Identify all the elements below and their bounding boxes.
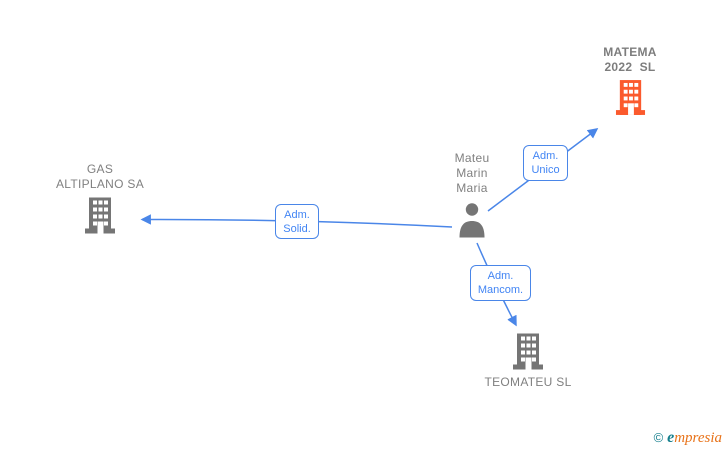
person-icon[interactable]	[420, 201, 524, 238]
person-name-line: Maria	[456, 181, 488, 195]
company-building-icon[interactable]	[48, 197, 152, 234]
person-name: Mateu Marin Maria	[420, 151, 524, 196]
company-name-line: 2022 SL	[604, 60, 656, 74]
edge-label-line: Adm.	[487, 270, 514, 282]
edge-label-line: Adm.	[284, 208, 310, 221]
company-name-line: MATEMA	[603, 45, 657, 59]
empresia-logo[interactable]: © empresia	[654, 428, 722, 447]
node-person-mateu-marin-maria[interactable]: Mateu Marin Maria	[420, 151, 524, 238]
edge-label-line: Mancom.	[477, 284, 524, 296]
edge-label-adm-solid: Adm. Solid.	[275, 204, 319, 239]
company-name: TEOMATEU SL	[476, 375, 580, 390]
brand-initial: e	[667, 429, 675, 446]
edge-label-line: Adm.	[532, 150, 559, 162]
company-name-line: GAS	[86, 162, 114, 176]
person-name-line: Mateu	[454, 151, 490, 165]
node-company-gas-altiplano[interactable]: GAS ALTIPLANO SA	[48, 162, 152, 234]
edge-label-adm-mancom: Adm. Mancom.	[470, 265, 531, 301]
edge-label-line: Unico	[531, 164, 560, 176]
person-name-line: Marin	[456, 166, 488, 180]
brand-text: mpresia	[674, 430, 722, 446]
company-name: GAS ALTIPLANO SA	[48, 162, 152, 192]
node-company-matema[interactable]: MATEMA 2022 SL	[578, 45, 682, 115]
node-company-teomateu[interactable]: TEOMATEU SL	[476, 333, 580, 390]
company-building-icon[interactable]	[476, 333, 580, 370]
company-name-line: ALTIPLANO SA	[55, 177, 145, 191]
copyright-symbol: ©	[653, 430, 664, 445]
edge-label-line: Solid.	[283, 222, 311, 235]
company-name-line: TEOMATEU SL	[484, 375, 572, 389]
edge-label-adm-unico: Adm. Unico	[523, 145, 568, 181]
company-building-icon[interactable]	[578, 80, 682, 115]
company-name: MATEMA 2022 SL	[578, 45, 682, 75]
